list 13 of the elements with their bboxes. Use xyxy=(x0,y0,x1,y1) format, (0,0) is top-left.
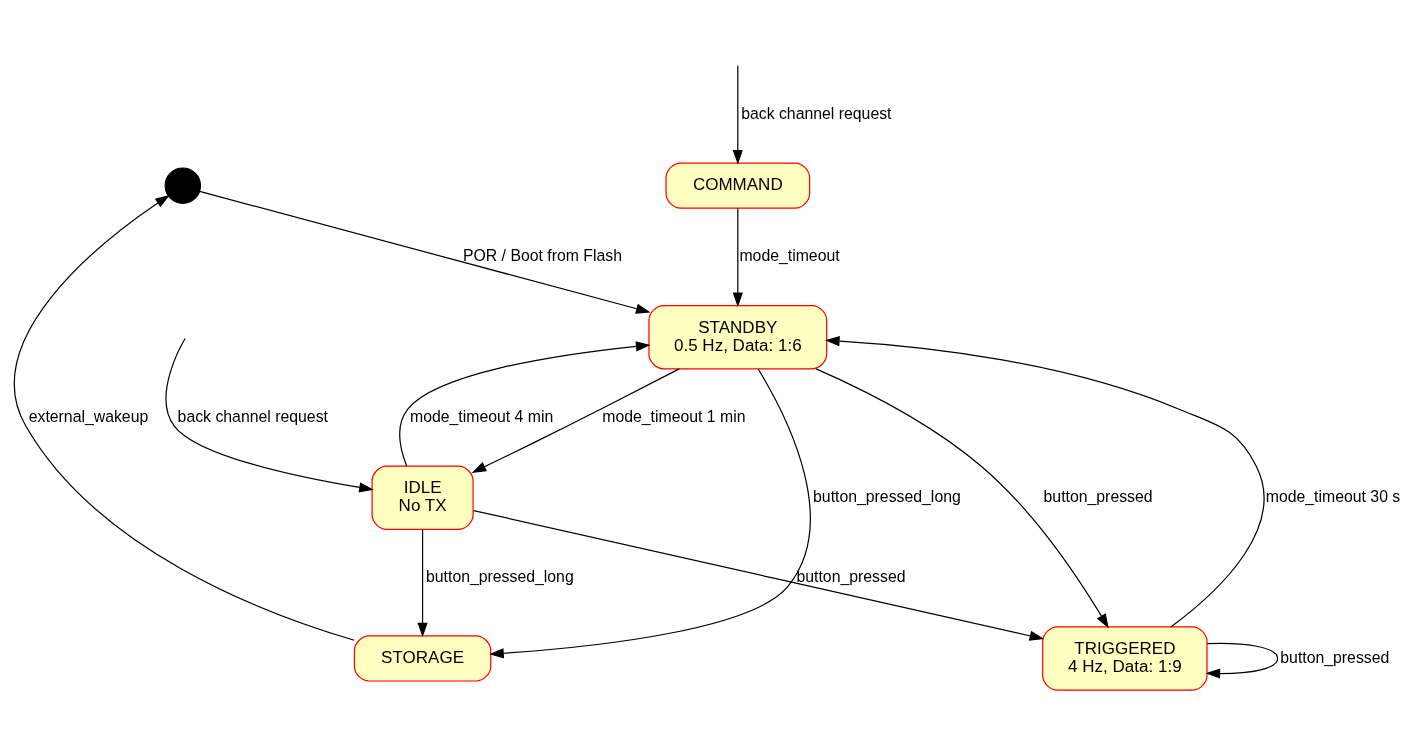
edge-label: button_pressed xyxy=(796,568,906,586)
edge-label: POR / Boot from Flash xyxy=(462,246,622,264)
edge-label: button_pressed xyxy=(1280,648,1390,666)
edge-label: mode_timeout 30 s xyxy=(1265,487,1401,505)
edge-label: external_wakeup xyxy=(28,407,149,425)
edge-label: back channel request xyxy=(741,104,892,122)
edge-label: mode_timeout 1 min xyxy=(602,407,746,425)
edge-label: back channel request xyxy=(177,407,328,425)
edge-label: mode_timeout 4 min xyxy=(409,407,554,425)
edge-label: button_pressed_long xyxy=(813,487,961,505)
edge-label: button_pressed_long xyxy=(426,568,574,586)
edge-label: mode_timeout xyxy=(739,246,840,264)
edge-label: button_pressed xyxy=(1043,487,1153,505)
